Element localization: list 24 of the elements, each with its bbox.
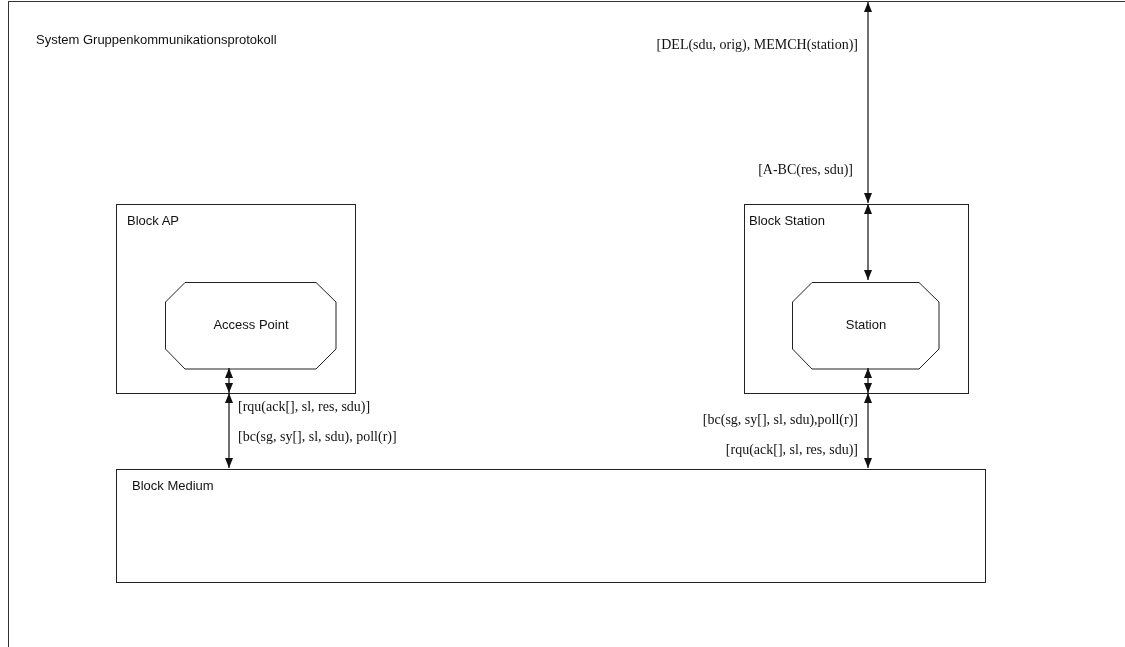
signal-list: [bc(sg, sy[], sl, sdu),poll(r)]	[702, 412, 858, 428]
signal-list: [rqu(ack[], sl, res, sdu)]	[238, 399, 371, 415]
double-arrow	[864, 203, 872, 281]
block-box	[744, 204, 969, 394]
block-title: Block Medium	[132, 478, 214, 493]
system-frame	[8, 1, 1125, 647]
double-arrow	[864, 367, 872, 394]
double-arrow	[225, 367, 233, 394]
signal-list: [A-BC(res, sdu)]	[758, 162, 853, 178]
block-title: Block AP	[127, 213, 180, 228]
block-box	[116, 469, 986, 583]
double-arrow	[225, 392, 233, 469]
signal-list: [rqu(ack[], sl, res, sdu)]	[725, 442, 858, 458]
block-box	[116, 204, 356, 394]
double-arrow	[864, 1, 872, 204]
double-arrow	[864, 392, 872, 469]
process-octagon	[792, 282, 940, 370]
process-name: Station	[844, 317, 888, 332]
signal-list: [DEL(sdu, orig), MEMCH(station)]	[656, 37, 858, 53]
signal-list: [bc(sg, sy[], sl, sdu), poll(r)]	[238, 429, 397, 445]
process-name: Access Point	[212, 317, 290, 332]
block-title: System Gruppenkommunikationsprotokoll	[36, 32, 277, 47]
block-title: Block Station	[749, 213, 825, 228]
process-octagon	[165, 282, 337, 370]
